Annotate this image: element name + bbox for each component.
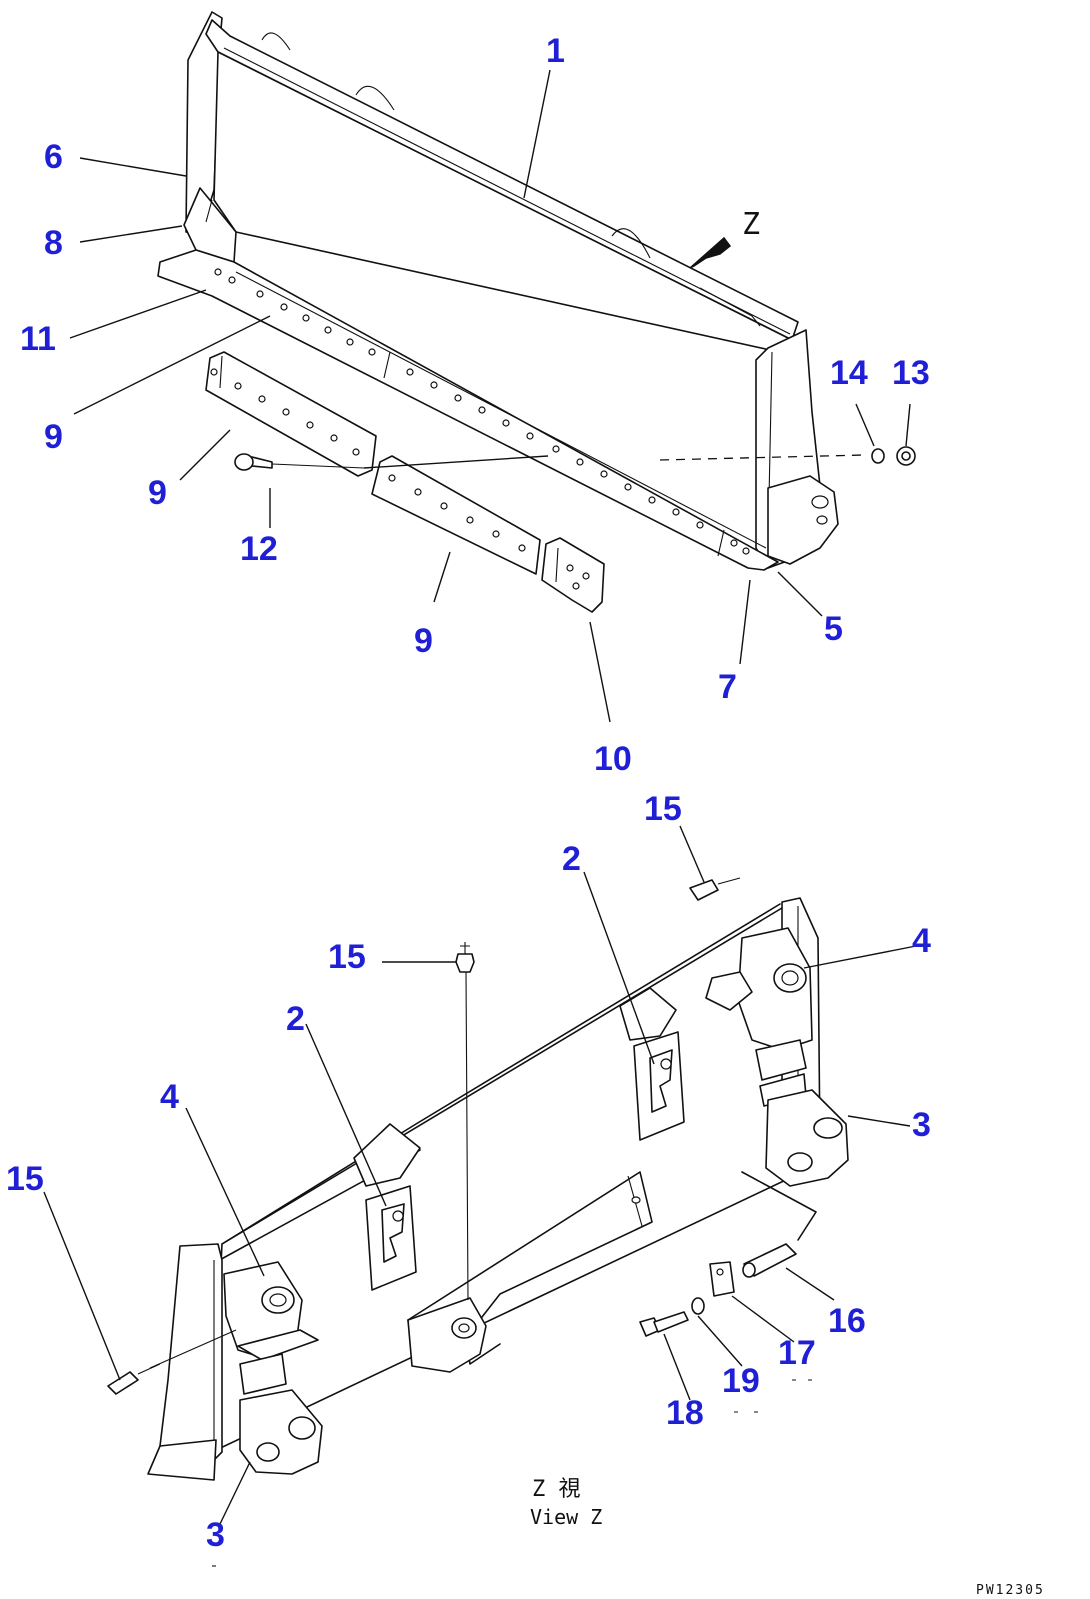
callout-17: 17 — [778, 1334, 816, 1372]
callout-9c: 9 — [414, 622, 433, 660]
drawing-code: PW12305 — [976, 1583, 1045, 1598]
callout-3-right: 3 — [912, 1106, 931, 1144]
callout-18: 18 — [666, 1394, 704, 1432]
view-z-label: Z — [742, 207, 760, 242]
nut-and-washer — [871, 446, 916, 466]
callout-15-top: 15 — [644, 790, 682, 828]
plow-bolt — [234, 453, 365, 471]
callout-12: 12 — [240, 530, 278, 568]
callout-19: 19 — [722, 1362, 760, 1400]
callout-4-left: 4 — [160, 1078, 179, 1116]
upper-strip-holes — [214, 268, 750, 555]
view-caption-en: View Z — [530, 1505, 602, 1529]
view-caption-jp: Z 視 — [532, 1477, 581, 1502]
callout-8: 8 — [44, 224, 63, 262]
callout-1: 1 — [546, 32, 565, 70]
callout-13: 13 — [892, 354, 930, 392]
callout-15-center: 15 — [328, 938, 366, 976]
pin — [742, 1243, 797, 1278]
view-z-arrow — [689, 236, 732, 269]
lock-plate — [709, 1261, 735, 1297]
blade-assembly: Z — [157, 11, 916, 613]
callout-16: 16 — [828, 1302, 866, 1340]
callout-7: 7 — [718, 668, 737, 706]
leader-lines — [43, 69, 917, 1525]
callout-5: 5 — [824, 610, 843, 648]
callout-11: 11 — [20, 320, 56, 358]
callout-14: 14 — [830, 354, 868, 392]
callout-10: 10 — [594, 740, 632, 778]
grease-fitting-top — [689, 877, 741, 901]
callout-2-right: 2 — [562, 840, 581, 878]
callout-labels: 1 6 8 11 9 9 9 12 10 7 5 14 13 15 2 15 4… — [6, 32, 931, 1554]
frame-assembly — [107, 877, 849, 1481]
callout-3-left: 3 — [206, 1516, 225, 1554]
callout-9b: 9 — [148, 474, 167, 512]
callout-15-left: 15 — [6, 1160, 44, 1198]
callout-6: 6 — [44, 138, 63, 176]
callout-4-right: 4 — [912, 922, 931, 960]
lock-bolt — [639, 1311, 689, 1337]
callout-2-left: 2 — [286, 1000, 305, 1038]
callout-9a: 9 — [44, 418, 63, 456]
lock-washer — [691, 1297, 705, 1315]
